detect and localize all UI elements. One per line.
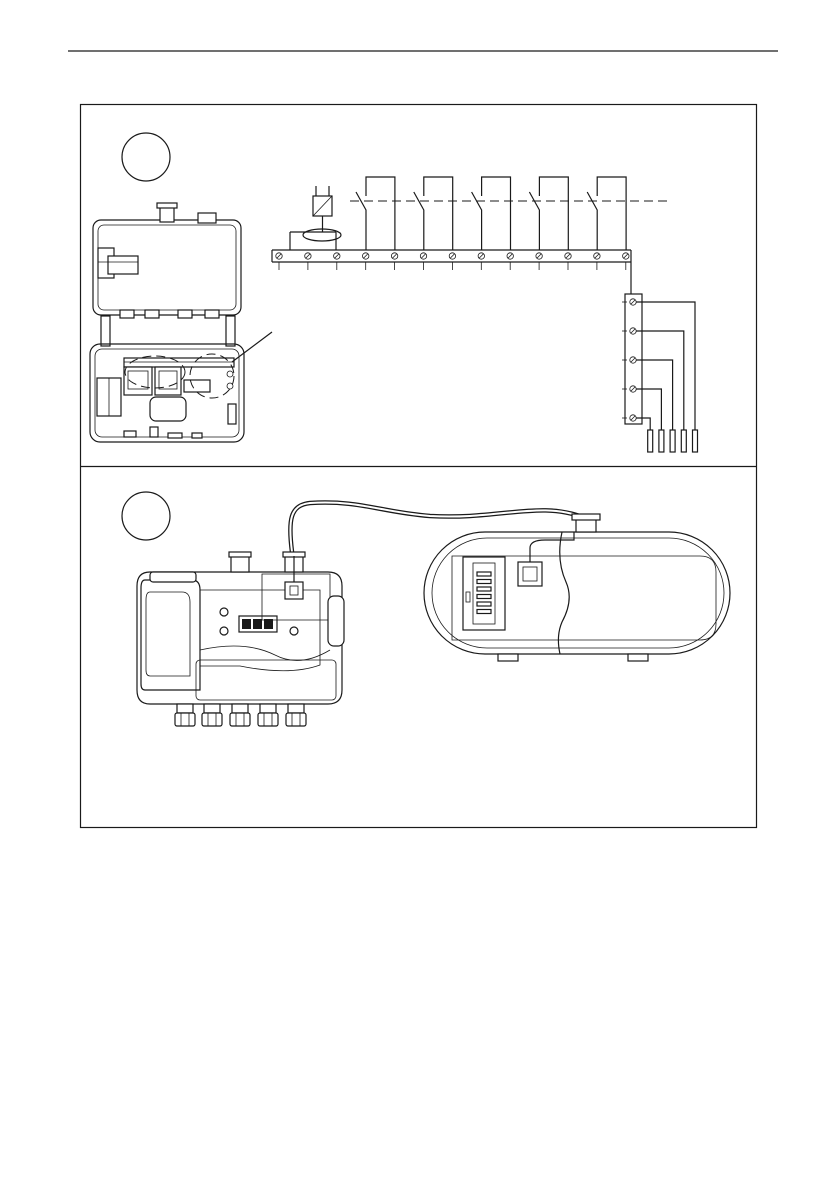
output-probe	[670, 430, 675, 452]
relay-contact	[472, 177, 511, 250]
bottom-cable-gland	[230, 704, 250, 726]
relay-contact	[356, 177, 395, 250]
panel-2	[122, 492, 730, 726]
enclosure-hinge-left	[101, 316, 110, 346]
remote-pin	[477, 587, 491, 591]
relay-contact	[529, 177, 568, 250]
remote-pin	[477, 610, 491, 614]
indicator-led-bottom	[220, 627, 228, 635]
bottom-cable-gland	[202, 704, 222, 726]
indicator-led-top	[220, 608, 228, 616]
bottom-cable-gland	[258, 704, 278, 726]
base-display-window	[150, 397, 186, 421]
bottom-cable-gland	[175, 704, 195, 726]
wiring-diagram	[272, 177, 698, 452]
output-probe	[681, 430, 686, 452]
bottom-cable-glands	[175, 704, 306, 726]
opened-enclosure-base	[90, 344, 244, 442]
rj-port-controller	[285, 582, 303, 599]
remote-pin	[477, 602, 491, 606]
enclosure-hinge-right	[226, 316, 235, 346]
panel-2-step-marker	[122, 492, 170, 540]
opened-enclosure-lid	[93, 203, 241, 318]
output-probe	[693, 430, 698, 452]
relay-contact	[414, 177, 453, 250]
relay-contact	[587, 177, 626, 250]
remote-module	[424, 514, 730, 661]
top-cable-gland-left	[231, 556, 249, 572]
remote-pin	[477, 580, 491, 584]
controller-front-cover	[146, 592, 190, 676]
base-terminal-block	[124, 358, 234, 367]
indicator-led-right	[290, 627, 298, 635]
rj-port-remote	[518, 562, 542, 586]
output-probe	[659, 430, 664, 452]
remote-pin	[477, 595, 491, 599]
relay-contacts	[356, 177, 626, 250]
remote-pin	[477, 572, 491, 576]
controller-unit	[137, 552, 344, 726]
panel-1-step-marker	[122, 133, 170, 181]
output-probe	[648, 430, 653, 452]
panel-1	[90, 133, 698, 452]
remote-terminal-strip	[463, 557, 505, 630]
bottom-cable-gland	[286, 704, 306, 726]
detail-leader-line	[232, 332, 272, 362]
